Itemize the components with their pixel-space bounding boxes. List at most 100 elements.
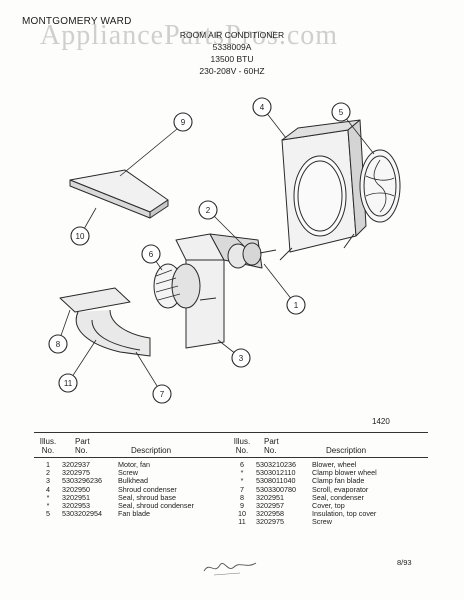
illus-number-cell: 6 xyxy=(240,460,244,469)
table-row: 7 5303300780 Scroll, evaporator xyxy=(228,484,422,494)
description-cell: Seal, shroud condenser xyxy=(118,501,194,511)
table-row: 8 3202951 Seal, condenser xyxy=(228,492,422,502)
part-header-label: Part No. xyxy=(75,437,90,455)
part-number-cell: 5308011040 xyxy=(256,476,296,486)
illus-number-cell: 9 xyxy=(240,501,244,511)
table-header-rule xyxy=(34,457,428,458)
right-header-illus: Illus. No. xyxy=(228,437,256,455)
callout-1: 1 xyxy=(294,301,299,310)
model-number: 5338009A xyxy=(212,42,252,52)
figure-number: 1420 xyxy=(372,417,390,426)
table-row: 6 5303210236 Blower, wheel xyxy=(228,460,422,469)
blower-wheel-drawing xyxy=(153,263,201,309)
part-number-cell: 3202975 xyxy=(62,468,90,478)
capacity-label: 13500 BTU xyxy=(210,54,254,64)
illus-number-cell: 5 xyxy=(46,509,50,519)
callout-3: 3 xyxy=(239,354,244,363)
description-cell: Clamp fan blade xyxy=(312,476,365,486)
right-header-part: Part No. xyxy=(264,437,279,455)
description-cell: Insulation, top cover xyxy=(312,509,377,519)
table-row: * 5308011040 Clamp fan blade xyxy=(228,477,422,485)
illus-number-cell: 10 xyxy=(238,509,246,519)
right-header-description: Description xyxy=(326,446,367,455)
brand-label: MONTGOMERY WARD xyxy=(22,16,132,27)
fan-blade-drawing xyxy=(359,149,401,223)
table-row: * 3202953 Seal, shroud condenser xyxy=(34,501,228,511)
revision-date: 8/93 xyxy=(397,558,412,567)
description-cell: Scroll, evaporator xyxy=(312,484,369,494)
part-number-cell: 3202950 xyxy=(62,484,90,494)
callout-11: 11 xyxy=(64,379,73,388)
left-header-part: Part No. xyxy=(75,437,90,455)
top-cover-drawing xyxy=(69,169,169,219)
callout-7: 7 xyxy=(160,390,165,399)
description-cell: Cover, top xyxy=(312,501,345,511)
illus-number-cell: 11 xyxy=(238,517,246,527)
part-number-cell: 5303202954 xyxy=(62,509,102,519)
illus-number-cell: 7 xyxy=(240,484,244,494)
document-title: ROOM AIR CONDITIONER xyxy=(179,30,285,40)
table-top-rule xyxy=(34,432,428,433)
shroud-seal-drawing xyxy=(59,287,151,357)
description-cell: Screw xyxy=(118,468,138,478)
illus-number-cell: * xyxy=(46,501,50,511)
callout-5: 5 xyxy=(339,108,344,117)
description-cell: Clamp blower wheel xyxy=(312,468,377,478)
fan-motor-drawing xyxy=(227,242,277,269)
illus-header-label: Illus. No. xyxy=(39,437,57,455)
left-header-description: Description xyxy=(131,446,172,455)
description-cell: Blower, wheel xyxy=(312,460,357,469)
table-row: 2 3202975 Screw xyxy=(34,468,228,478)
part-header-label: Part No. xyxy=(264,437,279,455)
part-number-cell: 3202951 xyxy=(62,492,90,502)
description-cell: Motor, fan xyxy=(118,460,150,469)
table-row: 11 3202975 Screw xyxy=(228,518,422,526)
illus-number-cell: * xyxy=(240,468,244,478)
callout-9: 9 xyxy=(181,118,186,127)
left-header-illus: Illus. No. xyxy=(34,437,62,455)
callout-2: 2 xyxy=(206,206,211,215)
table-row: 3 5303296236 Bulkhead xyxy=(34,477,228,485)
table-row: 9 3202957 Cover, top xyxy=(228,501,422,511)
illus-number-cell: 4 xyxy=(46,484,50,494)
illus-number-cell: * xyxy=(46,492,50,502)
illus-number-cell: 2 xyxy=(46,468,50,478)
description-cell: Shroud condenser xyxy=(118,484,177,494)
illus-number-cell: * xyxy=(240,476,244,486)
table-row: * 3202951 Seal, shroud base xyxy=(34,492,228,502)
table-row: 4 3202950 Shroud condenser xyxy=(34,484,228,494)
description-cell: Bulkhead xyxy=(118,476,148,486)
description-cell: Seal, condenser xyxy=(312,492,364,502)
part-number-cell: 5303210236 xyxy=(256,460,296,469)
part-number-cell: 3202957 xyxy=(256,501,284,511)
part-number-cell: 3202975 xyxy=(256,517,284,527)
handwritten-signature-icon xyxy=(203,562,257,576)
callout-10: 10 xyxy=(76,232,85,241)
description-cell: Screw xyxy=(312,517,332,527)
part-number-cell: 5303012110 xyxy=(256,468,296,478)
illus-header-label: Illus. No. xyxy=(233,437,251,455)
callout-4: 4 xyxy=(260,103,265,112)
callout-6: 6 xyxy=(149,250,154,259)
illus-number-cell: 3 xyxy=(46,476,50,486)
illus-number-cell: 8 xyxy=(240,492,244,502)
part-number-cell: 3202953 xyxy=(62,501,90,511)
callout-circles xyxy=(48,97,351,404)
condenser-shroud-drawing xyxy=(279,119,367,261)
table-row: 5 5303202954 Fan blade xyxy=(34,510,228,518)
part-number-cell: 5303296236 xyxy=(62,476,102,486)
callout-8: 8 xyxy=(56,340,61,349)
table-row: * 5303012110 Clamp blower wheel xyxy=(228,468,422,478)
watermark: AppliancePartsPros.com xyxy=(40,20,339,51)
description-cell: Fan blade xyxy=(118,509,150,519)
description-cell: Seal, shroud base xyxy=(118,492,176,502)
part-number-cell: 3202951 xyxy=(256,492,284,502)
part-number-cell: 5303300780 xyxy=(256,484,296,494)
part-number-cell: 3202937 xyxy=(62,460,90,469)
power-rating: 230-208V - 60HZ xyxy=(199,66,265,76)
